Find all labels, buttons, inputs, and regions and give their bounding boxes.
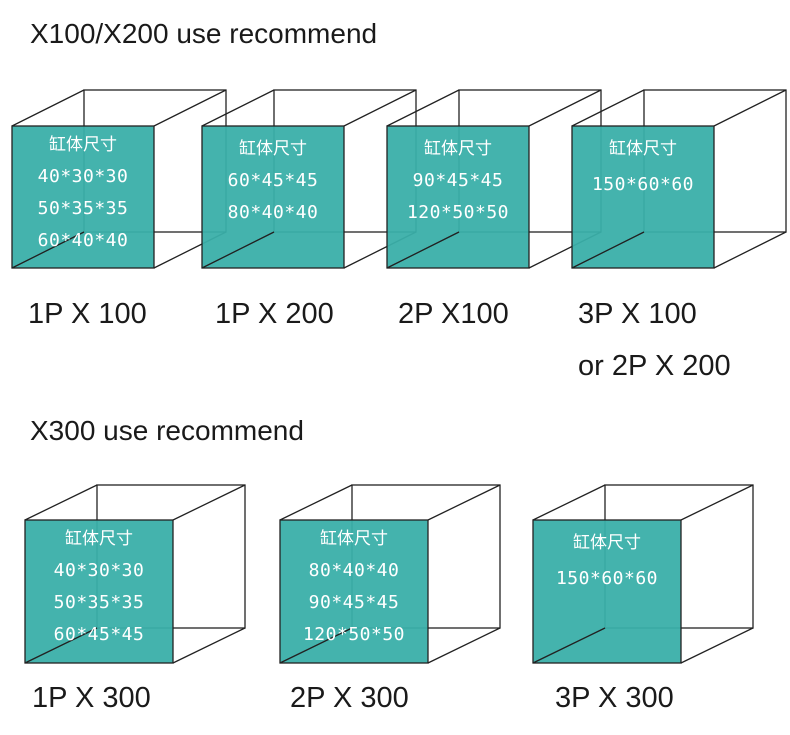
- cube-label: 缸体尺寸 150*60*60: [533, 528, 681, 595]
- cube-depth-edge: [528, 231, 602, 269]
- tank-size-value: 40*30*30: [53, 560, 145, 581]
- tank-size-value: 120*50*50: [302, 624, 406, 645]
- cube-depth-edge: [343, 89, 417, 127]
- tank-size-title: 缸体尺寸: [573, 533, 641, 553]
- section-heading-x100-x200: X100/X200 use recommend: [30, 18, 378, 49]
- cube-depth-edge: [386, 89, 460, 127]
- cube-depth-edge: [279, 484, 353, 521]
- recommend-caption: 3P X 100: [578, 298, 697, 330]
- tank-size-title: 缸体尺寸: [239, 139, 307, 159]
- tank-size-value: 80*40*40: [308, 560, 400, 581]
- recommend-caption: 2P X100: [398, 298, 509, 330]
- tank-size-value: 90*45*45: [412, 170, 504, 191]
- recommend-caption: 1P X 200: [215, 298, 334, 330]
- cube-depth-edge: [343, 231, 417, 269]
- recommend-caption: 1P X 300: [32, 682, 151, 714]
- cube-depth-edge: [427, 484, 501, 521]
- cube-label: 缸体尺寸 90*45*45 120*50*50: [387, 134, 529, 229]
- cube-depth-edge: [713, 231, 787, 269]
- tank-size-value: 120*50*50: [406, 202, 510, 223]
- tank-size-value: 150*60*60: [591, 174, 695, 195]
- cube-depth-edge: [24, 484, 98, 521]
- cube-depth-edge: [713, 89, 787, 127]
- tank-size-title: 缸体尺寸: [49, 135, 117, 155]
- cube-depth-edge: [532, 484, 606, 521]
- cube-label: 缸体尺寸 80*40*40 90*45*45 120*50*50: [280, 524, 428, 651]
- cube-label: 缸体尺寸 150*60*60: [572, 134, 714, 201]
- cube-depth-edge: [571, 231, 645, 269]
- recommend-caption-alt: or 2P X 200: [578, 350, 731, 382]
- cube-label: 缸体尺寸 40*30*30 50*35*35 60*40*40: [12, 130, 154, 257]
- tank-size-value: 90*45*45: [308, 592, 400, 613]
- cube-depth-edge: [386, 231, 460, 269]
- tank-size-value: 60*45*45: [53, 624, 145, 645]
- cube-depth-edge: [571, 89, 645, 127]
- tank-size-title: 缸体尺寸: [609, 139, 677, 159]
- cube-depth-edge: [532, 627, 606, 664]
- tank-size-value: 50*35*35: [53, 592, 145, 613]
- cube-depth-edge: [172, 484, 246, 521]
- tank-size-value: 60*45*45: [227, 170, 319, 191]
- tank-size-value: 40*30*30: [37, 166, 129, 187]
- cube-depth-edge: [153, 231, 227, 269]
- cube-depth-edge: [11, 89, 85, 127]
- section-heading-x300: X300 use recommend: [30, 415, 304, 446]
- tank-size-value: 60*40*40: [37, 230, 129, 251]
- tank-size-title: 缸体尺寸: [320, 529, 388, 549]
- recommend-caption: 1P X 100: [28, 298, 147, 330]
- recommend-caption: 2P X 300: [290, 682, 409, 714]
- cube-depth-edge: [427, 627, 501, 664]
- cube-depth-edge: [528, 89, 602, 127]
- cube-depth-edge: [172, 627, 246, 664]
- cube-label: 缸体尺寸 40*30*30 50*35*35 60*45*45: [25, 524, 173, 651]
- tank-size-title: 缸体尺寸: [424, 139, 492, 159]
- tank-size-value: 80*40*40: [227, 202, 319, 223]
- cube-depth-edge: [680, 627, 754, 664]
- tank-size-title: 缸体尺寸: [65, 529, 133, 549]
- recommend-caption: 3P X 300: [555, 682, 674, 714]
- cube-depth-edge: [153, 89, 227, 127]
- cube-depth-edge: [680, 484, 754, 521]
- cube-depth-edge: [201, 89, 275, 127]
- cube-depth-edge: [201, 231, 275, 269]
- tank-size-value: 150*60*60: [555, 568, 659, 589]
- tank-size-value: 50*35*35: [37, 198, 129, 219]
- cube-label: 缸体尺寸 60*45*45 80*40*40: [202, 134, 344, 229]
